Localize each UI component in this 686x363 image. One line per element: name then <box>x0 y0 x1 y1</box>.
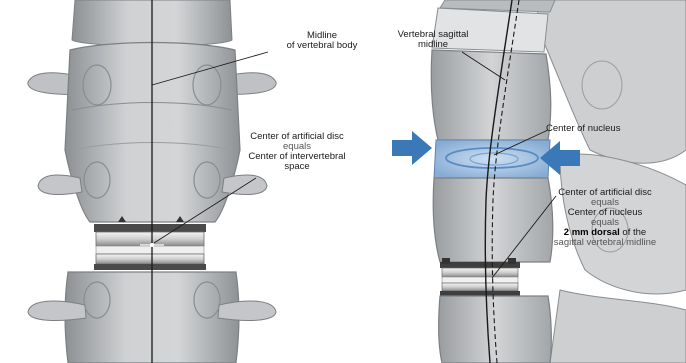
disc-center-point <box>150 243 154 247</box>
label-bottom-line6: sagittal vertebral midline <box>540 238 670 248</box>
label-disc-center: Center of artificial disc equals Center … <box>232 132 362 172</box>
label-center-of-nucleus: Center of nucleus <box>546 124 620 134</box>
label-nucleus-text: Center of nucleus <box>546 124 620 134</box>
left-spine-illustration <box>28 0 276 363</box>
label-disc-nucleus-dorsal: Center of artificial disc equals Center … <box>540 188 670 248</box>
artificial-disc-right <box>440 258 520 296</box>
label-midline: Midline of vertebral body <box>262 31 382 51</box>
mid-transverse-process-right <box>222 175 267 195</box>
lower-transverse-process-left <box>28 301 86 321</box>
intervertebral-disc-lateral <box>434 140 550 178</box>
label-disc-center-line4: space <box>232 162 362 172</box>
mid-transverse-process-left <box>38 175 82 195</box>
lower-transverse-process-right <box>218 301 276 321</box>
posterior-elements-upper <box>535 0 686 163</box>
upper-vertebra-lateral <box>431 50 551 140</box>
posterior-elements-lower <box>550 290 686 363</box>
artificial-disc-left <box>94 216 206 278</box>
label-midline-line2: of vertebral body <box>262 41 382 51</box>
label-sagittal-line2: midline <box>378 40 488 50</box>
right-spine-illustration <box>431 0 686 363</box>
label-sagittal-midline: Vertebral sagittal midline <box>378 30 488 50</box>
arrow-right-icon <box>392 131 432 165</box>
